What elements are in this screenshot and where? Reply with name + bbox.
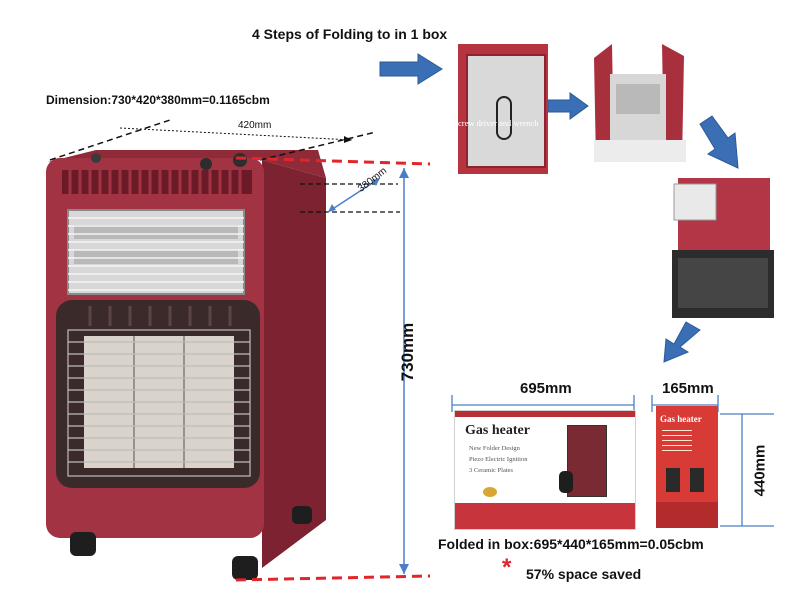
arrow-step-3 [699, 115, 739, 169]
width-dimension-line [49, 119, 377, 161]
step-2-photo [584, 44, 692, 164]
box-height-label: 440mm [751, 444, 769, 497]
heater-side-panel [262, 160, 326, 568]
box-side-title: Gas heater [660, 414, 702, 424]
box-feature: 3 Ceramic Plates [469, 467, 514, 474]
arrow-step-4 [663, 321, 701, 363]
box-length-label: 695mm [520, 380, 572, 397]
dimension-label: Dimension:730*420*380mm=0.1165cbm [46, 93, 270, 107]
box-depth-label: 165mm [662, 380, 714, 397]
control-knob-2 [233, 153, 247, 167]
arrow-step-1 [379, 53, 443, 85]
space-saved-label: 57% space saved [526, 566, 642, 582]
height-label: 730mm [398, 322, 417, 382]
box-features: New Folder Design Piezo Electric Ignitio… [469, 443, 527, 476]
box-title: Gas heater [465, 423, 530, 438]
step-arrows [379, 53, 739, 363]
box-feature: New Folder Design [469, 445, 520, 452]
box-side: Gas heater [656, 406, 718, 528]
ignition-knob [91, 153, 101, 163]
box-front: Gas heater New Folder Design Piezo Elect… [454, 410, 636, 530]
asterisk-mark: * [502, 554, 512, 581]
step-1-caption: crew driver and wrench [458, 118, 539, 128]
gas-wire-guard [67, 329, 251, 477]
badge-icon [483, 487, 497, 497]
step-3-photo [672, 178, 774, 318]
height-dimension-line [235, 156, 431, 582]
width-label: 420mm [238, 120, 272, 131]
steps-title: 4 Steps of Folding to in 1 box [252, 26, 448, 42]
box-feature: Piezo Electric Ignition [469, 456, 528, 463]
electric-heating-element [67, 209, 245, 295]
folded-label: Folded in box:695*440*165mm=0.05cbm [438, 536, 704, 552]
wheels [70, 506, 312, 580]
box-product-image [567, 425, 607, 497]
top-vent-grille [62, 170, 252, 194]
control-knob [200, 158, 212, 170]
depth-dimension-line [300, 177, 400, 213]
arrow-step-2 [547, 92, 589, 120]
step-1-photo: crew driver and wrench [458, 44, 548, 174]
box-dimension-lines [451, 395, 774, 527]
